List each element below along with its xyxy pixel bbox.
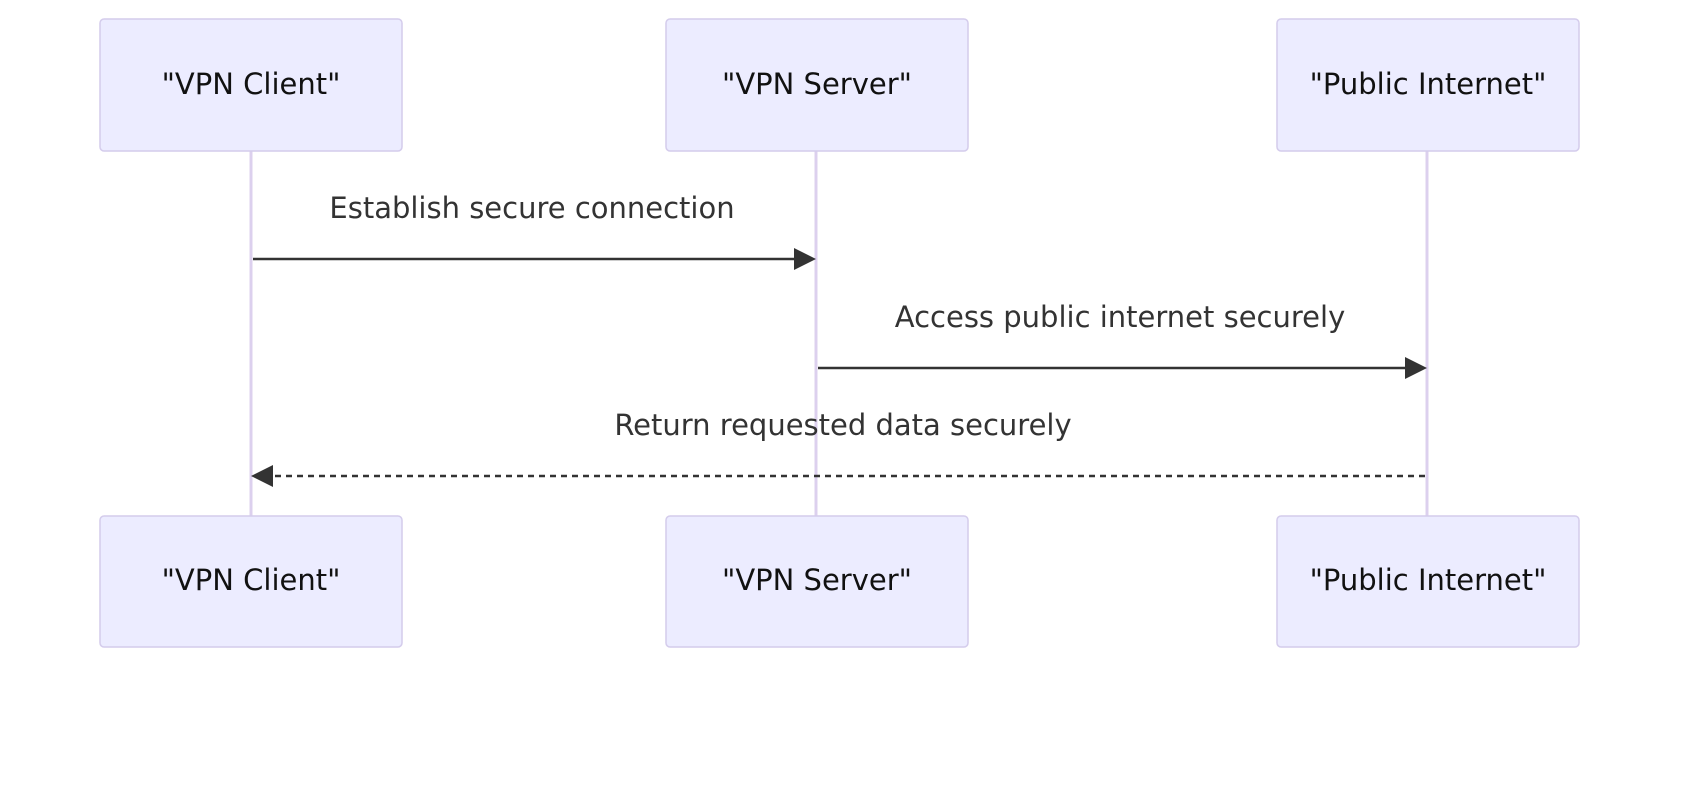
- message-return-data: Return requested data securely: [251, 408, 1425, 487]
- message-establish-connection: Establish secure connection: [253, 191, 816, 270]
- message-label: Access public internet securely: [895, 300, 1345, 334]
- actor-label: "VPN Client": [162, 67, 341, 101]
- actor-vpn-client-top: "VPN Client": [99, 18, 403, 152]
- actor-public-internet-top: "Public Internet": [1276, 18, 1580, 152]
- arrowhead-right-icon: [794, 248, 816, 270]
- actor-label: "VPN Client": [162, 563, 341, 597]
- message-label: Return requested data securely: [614, 408, 1071, 442]
- arrowhead-right-icon: [1405, 357, 1427, 379]
- message-access-internet: Access public internet securely: [818, 300, 1427, 379]
- actor-label: "Public Internet": [1310, 563, 1547, 597]
- actor-label: "VPN Server": [722, 67, 912, 101]
- actor-label: "Public Internet": [1310, 67, 1547, 101]
- actor-vpn-client-bottom: "VPN Client": [99, 515, 403, 648]
- arrowhead-left-icon: [251, 465, 273, 487]
- actor-public-internet-bottom: "Public Internet": [1276, 515, 1580, 648]
- actor-label: "VPN Server": [722, 563, 912, 597]
- actor-vpn-server-top: "VPN Server": [665, 18, 969, 152]
- message-label: Establish secure connection: [329, 191, 734, 225]
- actor-vpn-server-bottom: "VPN Server": [665, 515, 969, 648]
